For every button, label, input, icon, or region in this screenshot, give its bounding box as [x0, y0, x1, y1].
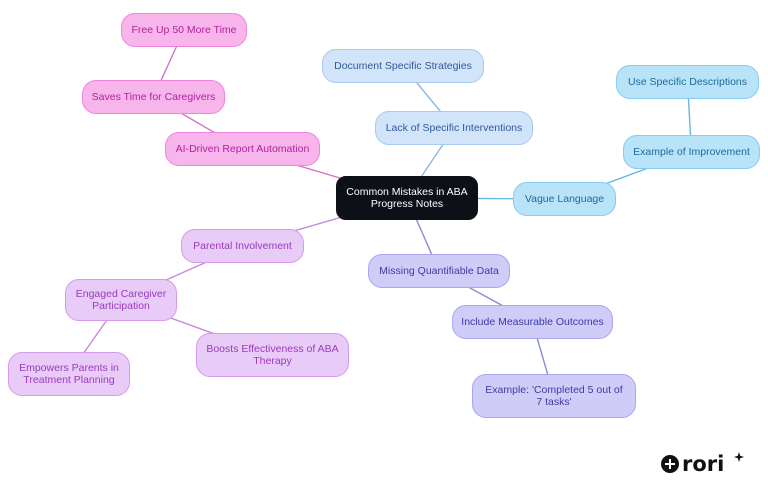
sparkle-icon	[734, 452, 744, 462]
node-empowers-parents: Empowers Parents in Treatment Planning	[8, 352, 130, 396]
node-boosts-effectiveness: Boosts Effectiveness of ABA Therapy	[196, 333, 349, 377]
node-missing-data: Missing Quantifiable Data	[368, 254, 510, 288]
node-saves-time: Saves Time for Caregivers	[82, 80, 225, 114]
node-example-completed: Example: 'Completed 5 out of 7 tasks'	[472, 374, 636, 418]
node-lack-interventions: Lack of Specific Interventions	[375, 111, 533, 145]
node-vague-language: Vague Language	[513, 182, 616, 216]
node-engaged-caregiver: Engaged Caregiver Participation	[65, 279, 177, 321]
node-parental-involvement: Parental Involvement	[181, 229, 304, 263]
node-free-up-time: Free Up 50 More Time	[121, 13, 247, 47]
rori-logo-icon	[661, 455, 679, 473]
node-root: Common Mistakes in ABA Progress Notes	[336, 176, 478, 220]
rori-logo-text: rori	[682, 452, 724, 476]
node-document-strategies: Document Specific Strategies	[322, 49, 484, 83]
node-example-improvement: Example of Improvement	[623, 135, 760, 169]
node-ai-automation: AI-Driven Report Automation	[165, 132, 320, 166]
node-specific-descriptions: Use Specific Descriptions	[616, 65, 759, 99]
rori-logo: rori	[661, 452, 744, 476]
node-measurable-outcomes: Include Measurable Outcomes	[452, 305, 613, 339]
